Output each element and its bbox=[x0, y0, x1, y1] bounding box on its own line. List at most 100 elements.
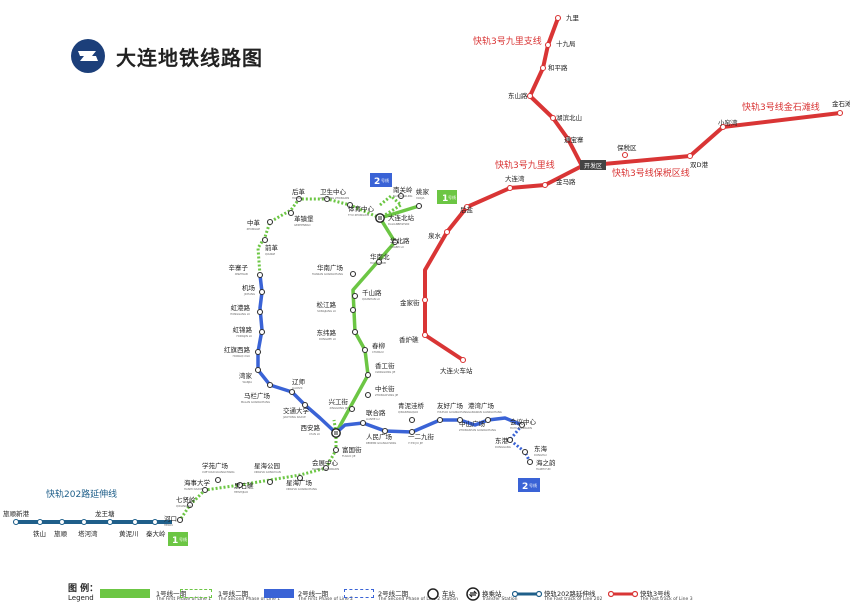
station-l1s-8-dot bbox=[176, 516, 184, 524]
station-l2-16-dot bbox=[518, 421, 526, 429]
map-header: 大连地铁线路图 bbox=[70, 36, 263, 76]
station-l1s-3-label: 星海公园 bbox=[254, 461, 280, 470]
station-fast3-houyan-dot bbox=[463, 203, 471, 211]
station-fast202-2: 旅顺 bbox=[54, 518, 68, 538]
station-fast3-dalianwan: 大连湾 bbox=[505, 174, 525, 192]
station-fast202-5-label: 黄泥川 bbox=[119, 529, 139, 538]
station-l1-8-dot bbox=[361, 346, 369, 354]
station-l1s-4-dot bbox=[236, 481, 244, 489]
station-l1-7-label: 东纬路 bbox=[317, 328, 337, 337]
station-l2-13-label: 友好广场 bbox=[437, 401, 464, 410]
station-l1n-3-label-en: HOUGE bbox=[292, 196, 302, 200]
station-l1s-8-label-en: HEKOU bbox=[164, 523, 173, 527]
station-l1s-0-label: 富国街 bbox=[342, 445, 362, 454]
station-fast3-quanshui: 泉水 bbox=[428, 228, 451, 240]
station-l2-6-label-en: LIAOSHI bbox=[292, 386, 303, 390]
station-fast202-4-label: 龙王塘 bbox=[95, 509, 115, 518]
station-l1s-2-label-en: XINGHAI GUANGCHANG bbox=[286, 487, 317, 491]
station-fast3-tongchang: 通宝寨 bbox=[564, 135, 584, 144]
station-fast3-dalianhuochezhan: 大连火车站 bbox=[440, 356, 473, 375]
station-l2-7-label: 交通大学 bbox=[283, 406, 310, 415]
svg-text:1: 1 bbox=[442, 194, 448, 204]
station-l1-1-label-en: DALIANBEIZHAN bbox=[388, 222, 409, 226]
station-l2-13-label-en: YOUHAO GUANGCHANG bbox=[437, 410, 468, 414]
station-l1s-3-dot bbox=[266, 478, 274, 486]
station-l1s-5-label: 学苑广场 bbox=[202, 461, 229, 470]
station-l1-10-label-en: ZHONGCHANG JIE bbox=[375, 393, 399, 397]
station-l1-4-label: 华南广场 bbox=[317, 263, 344, 272]
station-l1-9-label: 香工街 bbox=[375, 361, 395, 370]
station-l1s-1-label: 会展中心 bbox=[312, 458, 339, 467]
station-l2-1-dot bbox=[256, 308, 264, 316]
station-l2-16-label: 会议中心 bbox=[510, 417, 537, 426]
station-l2b-0-dot bbox=[506, 436, 514, 444]
station-l1-3-label: 华南北 bbox=[370, 252, 390, 261]
station-l2-6-label: 辽师 bbox=[292, 377, 306, 386]
station-l2-5-label: 马栏广场 bbox=[244, 391, 271, 400]
station-l2-11-label: 一二九街 bbox=[408, 432, 435, 441]
station-fast3-shuangD-dot bbox=[686, 152, 694, 160]
station-l2-14-dot bbox=[456, 416, 464, 424]
station-l2-10-label: 人民广场 bbox=[366, 432, 393, 441]
station-fast3-quanshui-dot bbox=[443, 228, 451, 236]
legend-head: 图 例： Legend bbox=[68, 584, 98, 603]
station-l1s-1-dot bbox=[322, 464, 330, 472]
station-l2-12-label: 青泥洼桥 bbox=[398, 401, 425, 410]
station-l1s-2-dot bbox=[296, 474, 304, 482]
station-l2-16-label-en: HUIYI ZHONGXIN bbox=[510, 426, 532, 430]
station-fast3-jinmalu: 金马路 bbox=[541, 177, 576, 189]
station-fast3-jiuli-label: 九里 bbox=[566, 13, 580, 22]
station-l1n-2-dot bbox=[323, 195, 331, 203]
station-l1s-1-label-en: HUIZHAN ZHONGXIN bbox=[312, 467, 339, 471]
station-l2b-0-label-en: DONGGANG bbox=[495, 445, 511, 449]
station-l1n-1-label: 南关岭 bbox=[393, 185, 413, 194]
station-fast3-xiaoyao-dot bbox=[719, 123, 727, 131]
station-l1n-6-label: 前革 bbox=[265, 243, 279, 252]
station-l2-7-dot bbox=[301, 401, 309, 409]
station-l1-2-label-en: HUABEI LU bbox=[390, 245, 404, 249]
station-l1n-1-dot bbox=[397, 192, 405, 200]
station-fast3-jinjiajie-dot bbox=[421, 296, 429, 304]
station-fast3-hutan-label: 湖滨北山 bbox=[556, 113, 582, 122]
station-l1-6-dot bbox=[349, 306, 357, 314]
station-l2-12-label-en: QINGNIWAQIAO bbox=[398, 410, 418, 414]
station-l2-0-label-en: JICHANG bbox=[243, 292, 255, 296]
station-fast202-1-label: 铁山 bbox=[33, 529, 46, 538]
station-l2-9-dot bbox=[359, 419, 367, 427]
station-fast3-jinjiajie: 金家街 bbox=[400, 296, 429, 307]
station-fast3-jinmalu-label: 金马路 bbox=[556, 177, 576, 186]
station-l1-1-transfer-icon bbox=[375, 213, 385, 223]
station-fast3-tongchang-label: 通宝寨 bbox=[564, 135, 584, 144]
station-l2b-1-label: 东海 bbox=[534, 444, 548, 453]
station-fast3-shuangD: 双D港 bbox=[686, 152, 709, 169]
fast202-swatch-icon bbox=[512, 590, 542, 598]
legend-title: 图 例： bbox=[68, 584, 99, 594]
station-fast3-baoshuiqu-label: 保税区 bbox=[617, 143, 637, 152]
station-l1n-0-dot bbox=[346, 201, 354, 209]
station-l1s-2-label: 星海广场 bbox=[286, 478, 313, 487]
station-fast3-quanshui-label: 泉水 bbox=[428, 231, 442, 240]
svg-text:1: 1 bbox=[172, 536, 178, 546]
station-fast202-3: 塔河湾 bbox=[78, 518, 98, 538]
station-l1-3-label-en: HUA NANBEI bbox=[370, 261, 387, 265]
station-l1-12-transfer-icon bbox=[331, 428, 341, 438]
fast3-baoshui-label: 快轨3号线保税区线 bbox=[612, 167, 690, 179]
station-fast202-2-dot bbox=[58, 518, 66, 526]
station-l2-2-label: 虹锦路 bbox=[233, 325, 253, 334]
station-l2-2-dot bbox=[258, 328, 266, 336]
station-fast202-2-label: 旅顺 bbox=[54, 529, 68, 538]
legend: 图 例： Legend 1号线一期 The First Phase of Lin… bbox=[68, 584, 693, 603]
